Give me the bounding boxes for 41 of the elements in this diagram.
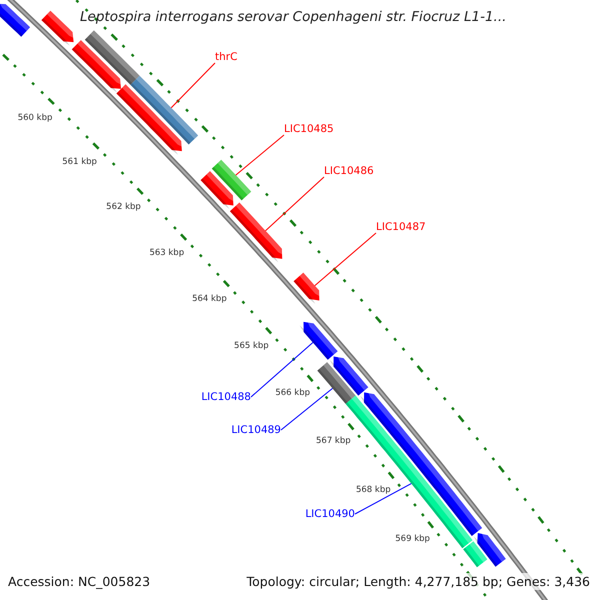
scale-label: 563 kbp bbox=[149, 248, 184, 258]
gene-segment bbox=[230, 202, 286, 262]
gene-segment bbox=[0, 0, 30, 37]
scale-label: 566 kbp bbox=[275, 388, 310, 398]
scale-label: 567 kbp bbox=[316, 436, 351, 446]
topology-text: Topology: circular; Length: 4,277,185 bp; Genes: 3,436 bbox=[244, 573, 592, 590]
gene-label: LIC10486 bbox=[324, 165, 374, 177]
gene-segment bbox=[463, 541, 488, 568]
gene-segment bbox=[72, 40, 124, 93]
gene-label: LIC10490 bbox=[305, 508, 355, 520]
leader-line bbox=[250, 342, 314, 398]
scale-label: 561 kbp bbox=[62, 157, 97, 168]
leader-line bbox=[235, 134, 284, 176]
gene-label: thrC bbox=[215, 51, 238, 63]
scale-label: 565 kbp bbox=[234, 340, 269, 351]
gene-segment bbox=[200, 171, 236, 210]
scale-label: 560 kbp bbox=[18, 112, 52, 123]
gene-segment bbox=[474, 530, 506, 567]
map-title: Leptospira interrogans serovar Copenhageni str. Fiocruz L1-1... bbox=[80, 9, 506, 25]
scale-label: 562 kbp bbox=[106, 202, 141, 212]
scale-label: 568 kbp bbox=[356, 484, 391, 495]
gene-segment bbox=[294, 272, 322, 304]
gene-label: LIC10488 bbox=[201, 391, 251, 403]
gene-label: LIC10487 bbox=[376, 221, 426, 233]
scale-label: 569 kbp bbox=[395, 534, 430, 544]
leader-line bbox=[314, 232, 376, 286]
gene-segment bbox=[317, 362, 356, 404]
gene-segment bbox=[300, 319, 338, 360]
leader-line bbox=[354, 483, 412, 514]
gene-segment bbox=[330, 354, 368, 396]
gene-segment bbox=[130, 76, 198, 144]
gene-label: LIC10489 bbox=[231, 424, 281, 436]
leader-line bbox=[280, 388, 333, 430]
gene-segment bbox=[41, 10, 76, 46]
leader-line bbox=[265, 176, 324, 232]
scale-label: 564 kbp bbox=[192, 294, 227, 304]
leader-line bbox=[170, 62, 216, 108]
gene-segment bbox=[212, 160, 252, 200]
gene-segment bbox=[84, 30, 140, 85]
gene-label: LIC10485 bbox=[284, 123, 334, 135]
gene-segment bbox=[116, 84, 185, 155]
